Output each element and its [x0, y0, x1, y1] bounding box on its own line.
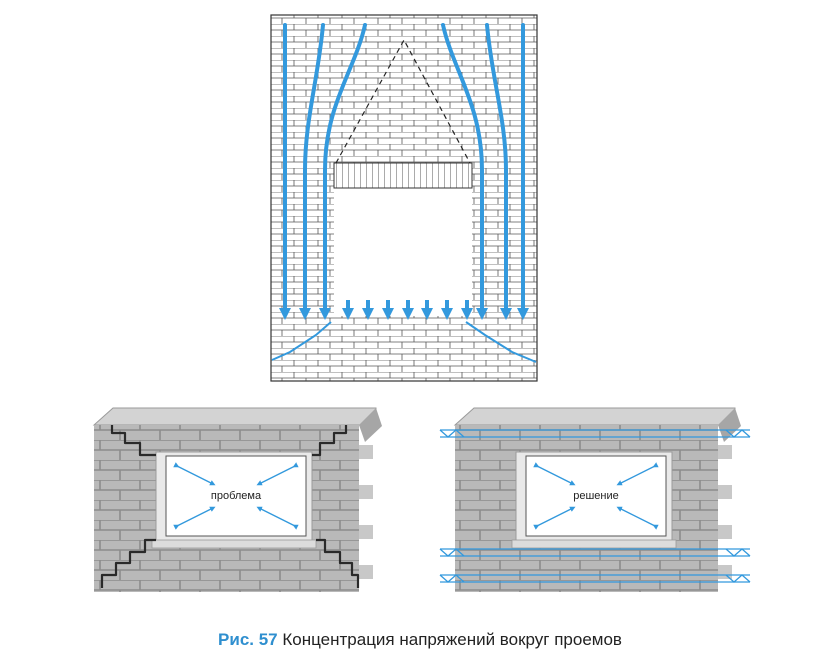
wall-opening — [334, 188, 472, 316]
down-arrow-icon — [521, 300, 525, 309]
down-arrow-icon — [362, 308, 374, 320]
crack-lines — [100, 425, 360, 588]
double-arrow-icon — [533, 462, 659, 530]
down-arrow-icon — [421, 308, 433, 320]
solution-label: решение — [573, 490, 619, 502]
down-arrow-icon — [504, 300, 508, 309]
lintel — [333, 162, 473, 189]
solution-wall: решение — [439, 407, 751, 592]
down-arrow-icon — [303, 300, 307, 309]
down-arrow-icon — [386, 300, 390, 309]
down-arrow-icon — [402, 308, 414, 320]
down-arrow-icon — [517, 308, 529, 320]
down-arrow-icon — [445, 300, 449, 309]
down-arrow-icon — [500, 308, 512, 320]
down-arrow-icon — [461, 308, 473, 320]
lower-stress-lines — [271, 321, 537, 363]
down-arrow-icon — [346, 300, 350, 309]
down-arrow-icon — [406, 300, 410, 309]
top-wall-diagram — [270, 14, 538, 382]
down-arrow-icon — [441, 308, 453, 320]
stress-lines — [283, 23, 525, 310]
figure-caption: Рис. 57 Концентрация напряжений вокруг п… — [0, 630, 840, 650]
figure-caption-text: Концентрация напряжений вокруг проемов — [277, 630, 622, 649]
down-arrow-icon — [480, 300, 484, 309]
down-arrow-icon — [382, 308, 394, 320]
down-arrow-icon — [279, 308, 291, 320]
problem-wall: проблема — [92, 407, 382, 592]
down-arrow-icon — [465, 300, 469, 309]
down-arrow-icon — [476, 308, 488, 320]
load-triangle — [335, 38, 471, 164]
double-arrow-icon — [173, 462, 299, 530]
figure-number: Рис. 57 — [218, 630, 278, 649]
down-arrows — [279, 300, 529, 320]
down-arrow-icon — [342, 308, 354, 320]
down-arrow-icon — [425, 300, 429, 309]
down-arrow-icon — [366, 300, 370, 309]
down-arrow-icon — [319, 308, 331, 320]
down-arrow-icon — [283, 300, 287, 309]
down-arrow-icon — [323, 300, 327, 309]
down-arrow-icon — [299, 308, 311, 320]
problem-label: проблема — [211, 490, 262, 502]
mesh-reinforcement-icon — [439, 429, 751, 583]
